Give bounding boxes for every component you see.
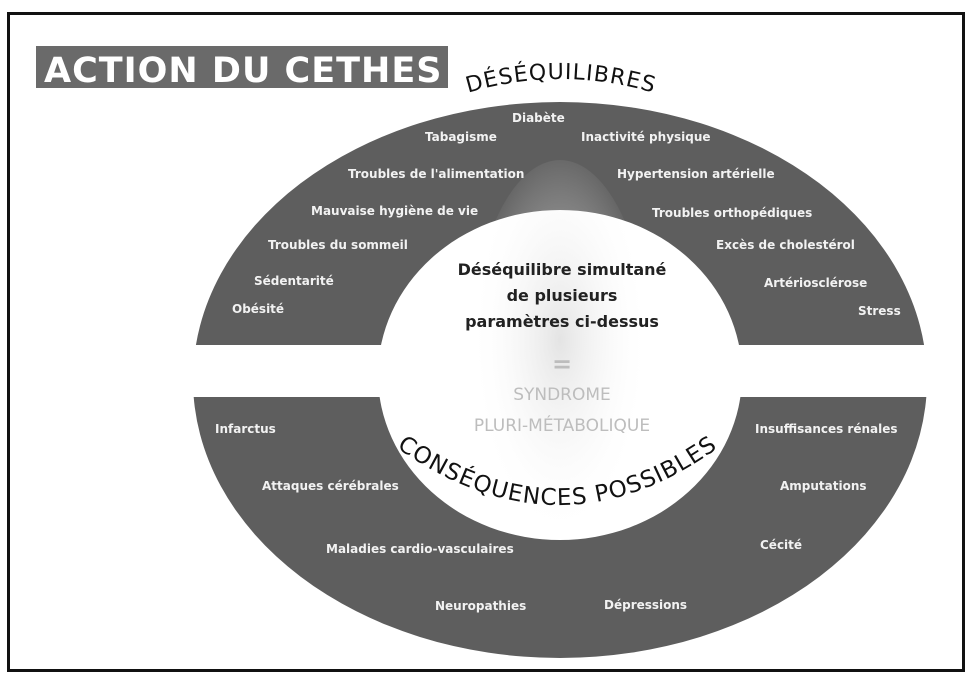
imbalance-item: Sédentarité [254, 274, 334, 288]
title: ACTION DU CETHES [44, 51, 442, 91]
consequence-item: Neuropathies [435, 599, 526, 613]
imbalance-item: Excès de cholestérol [716, 238, 855, 252]
consequence-item: Maladies cardio-vasculaires [326, 542, 514, 556]
imbalance-list: Diabète Tabagisme Inactivité physique Tr… [232, 111, 901, 318]
consequence-item: Infarctus [215, 422, 276, 436]
center-figure [470, 160, 650, 560]
imbalance-item: Inactivité physique [581, 130, 711, 144]
syndrome-line-1: SYNDROME [513, 385, 611, 405]
consequence-item: Amputations [780, 479, 867, 493]
consequence-item: Insuffisances rénales [755, 422, 898, 436]
imbalance-item: Artériosclérose [764, 276, 867, 290]
slide-frame [7, 12, 965, 672]
ring-bottom [193, 397, 927, 658]
imbalance-item: Troubles orthopédiques [652, 206, 812, 220]
imbalance-item: Obésité [232, 302, 284, 316]
imbalance-item: Diabète [512, 111, 565, 125]
center-line-1: Déséquilibre simultané [458, 260, 667, 279]
center-line-3: paramètres ci-dessus [465, 312, 659, 331]
ring-top [195, 102, 925, 345]
imbalance-item: Troubles du sommeil [268, 238, 408, 252]
imbalance-item: Hypertension artérielle [617, 167, 775, 181]
syndrome-block: SYNDROME PLURI-MÉTABOLIQUE [474, 385, 650, 436]
syndrome-line-2: PLURI-MÉTABOLIQUE [474, 414, 650, 436]
consequence-list: Infarctus Insuffisances rénales Attaques… [215, 422, 898, 613]
imbalance-item: Stress [858, 304, 901, 318]
consequence-item: Cécité [760, 538, 802, 552]
imbalance-item: Troubles de l'alimentation [348, 167, 524, 181]
center-line-2: de plusieurs [507, 286, 618, 305]
equals-sign: = [552, 350, 572, 378]
imbalance-item: Tabagisme [425, 130, 497, 144]
center-block: Déséquilibre simultané de plusieurs para… [458, 260, 667, 331]
title-background [36, 46, 448, 88]
imbalance-item: Mauvaise hygiène de vie [311, 204, 478, 218]
consequence-item: Dépressions [604, 598, 687, 612]
consequence-item: Attaques cérébrales [262, 479, 399, 493]
imbalances-arc-label: DÉSÉQUILIBRES [463, 60, 659, 99]
